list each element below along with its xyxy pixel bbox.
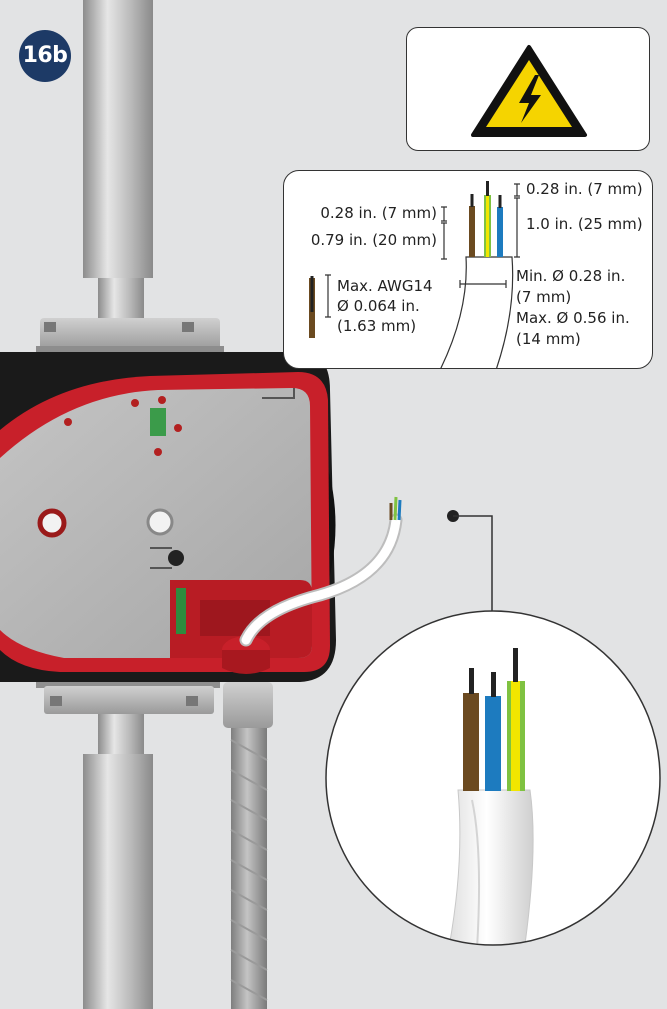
- electrical-hazard-icon: [471, 45, 587, 137]
- upper-pipe: [36, 0, 224, 354]
- strip-length-label-left-short: 0.28 in. (7 mm): [320, 204, 437, 222]
- wire-spec-diagram: [309, 181, 520, 368]
- wire-spec-box: 0.28 in. (7 mm) 0.79 in. (20 mm) 0.28 in…: [283, 170, 653, 369]
- cable-conduit: [223, 496, 403, 1009]
- wire-diameter-mm-label: (1.63 mm): [337, 317, 417, 335]
- cable-min-diameter-mm-label: (7 mm): [516, 288, 572, 306]
- cable-max-diameter-label: Max. Ø 0.56 in.: [516, 309, 630, 327]
- wire-gauge-label: Max. AWG14: [337, 277, 433, 295]
- warning-box: [406, 27, 650, 151]
- strip-length-label-left-long: 0.79 in. (20 mm): [310, 231, 437, 249]
- callout-leader: [447, 510, 493, 611]
- cable-max-diameter-mm-label: (14 mm): [516, 330, 581, 348]
- pump-housing: [0, 352, 336, 682]
- magnified-wire-detail: [325, 610, 661, 946]
- step-badge: 16b: [19, 30, 71, 82]
- lower-pipe: [36, 676, 220, 1009]
- cable-min-diameter-label: Min. Ø 0.28 in.: [516, 267, 626, 285]
- wire-diameter-label: Ø 0.064 in.: [337, 297, 420, 315]
- strip-length-label-right-long: 1.0 in. (25 mm): [526, 215, 643, 233]
- strip-length-label-right-short: 0.28 in. (7 mm): [526, 180, 643, 198]
